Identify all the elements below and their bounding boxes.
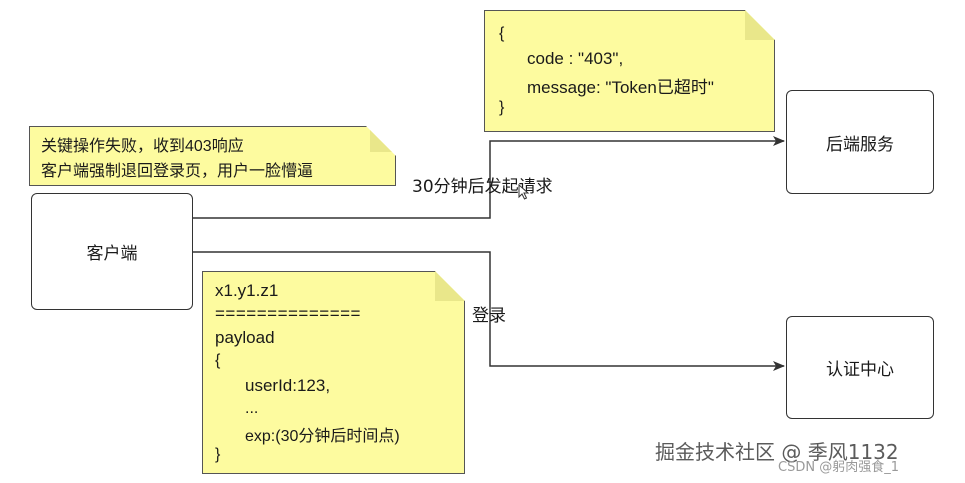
token-note: x1.y1.z1 ============== payload { userId… (202, 271, 465, 474)
note-line: { (215, 352, 221, 369)
note-line: payload (215, 328, 275, 347)
client-label: 客户端 (86, 244, 138, 264)
backend-node[interactable]: 后端服务 (786, 90, 934, 194)
request-arrow (193, 136, 785, 219)
note-line: 关键操作失败，收到403响应 (41, 138, 244, 155)
note-line: message: "Token已超时" (527, 78, 714, 97)
watermark-main: 掘金技术社区 @ 季风1132 (655, 440, 899, 464)
client-node[interactable]: 客户端 (31, 193, 193, 310)
note-line: ... (245, 400, 259, 417)
note-line: } (215, 446, 221, 463)
backend-label: 后端服务 (826, 134, 894, 155)
auth-node[interactable]: 认证中心 (786, 316, 934, 419)
note-line: } (499, 99, 505, 116)
auth-label: 认证中心 (826, 360, 894, 380)
note-line: x1.y1.z1 (215, 281, 279, 300)
note-line: userId:123, (245, 376, 331, 395)
note-line: code : "403", (527, 49, 624, 68)
watermark-sub: CSDN @躬肉强食_1 (778, 460, 899, 475)
note-line: 客户端强制退回登录页，用户一脸懵逼 (41, 163, 314, 180)
request-edge-label: 30分钟后发起请求 (412, 177, 553, 197)
note-line: { (499, 25, 505, 42)
mouse-cursor-icon (518, 184, 530, 200)
note-line: ============== (215, 304, 361, 323)
login-edge-label: 登录 (472, 306, 506, 326)
login-arrow (193, 251, 785, 371)
failure-note: 关键操作失败，收到403响应 客户端强制退回登录页，用户一脸懵逼 (29, 126, 396, 186)
response-note: { code : "403", message: "Token已超时" } (484, 10, 775, 132)
note-line: exp:(30分钟后时间点) (245, 428, 400, 445)
